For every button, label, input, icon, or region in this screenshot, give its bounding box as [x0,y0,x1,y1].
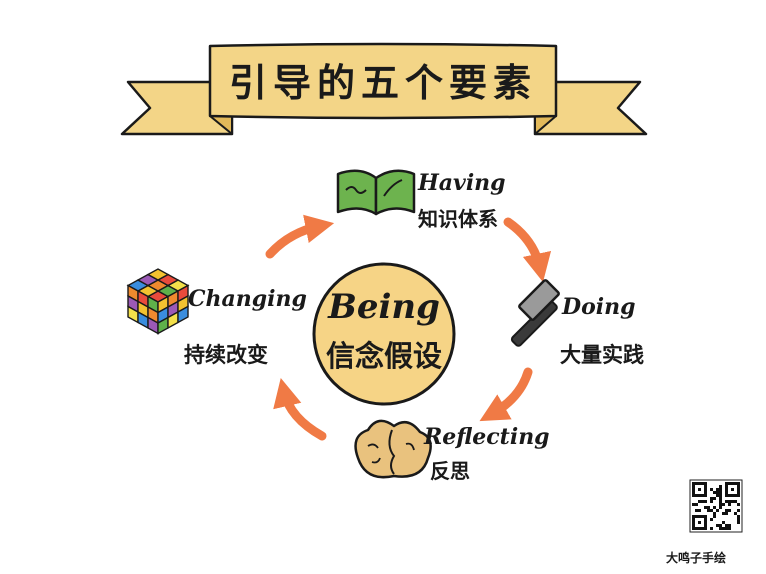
signature: 大鸣子手绘 [666,550,726,565]
element-changing: Changing 持续改变 [126,268,307,367]
reflecting-label-zh: 反思 [430,459,470,483]
arrow-having-to-doing [503,217,552,283]
having-label-en: Having [417,170,506,196]
cube-cell [177,305,189,324]
cube-cell [146,268,170,281]
brain-icon [354,419,432,479]
open-book-icon [336,169,416,216]
changing-label-en: Changing [188,286,307,312]
doing-label-zh: 大量实践 [560,343,644,367]
banner-main [208,42,558,120]
having-label-zh: 知识体系 [418,207,498,231]
arrow-changing-to-having [265,214,335,259]
hammer-icon [510,279,560,347]
doing-label-en: Doing [561,294,636,320]
element-reflecting: Reflecting 反思 [354,419,550,483]
center-circle [312,262,456,406]
qr-code-area: 大鸣子手绘 [666,479,743,565]
cycle-arrows [265,214,552,441]
qr-code-modules [692,482,740,530]
center-label-en: Being [327,287,440,327]
center-being: Being 信念假设 [312,262,456,406]
page-title: 引导的五个要素 [229,61,537,105]
arrow-reflecting-to-changing [273,377,327,441]
arrow-doing-to-reflecting [479,367,533,422]
rubiks-cube-icon [126,268,190,335]
reflecting-label-en: Reflecting [423,424,550,450]
element-doing: Doing 大量实践 [510,279,644,367]
title-banner: 引导的五个要素 [120,42,648,136]
element-having: Having 知识体系 [336,169,506,231]
center-label-zh: 信念假设 [326,339,442,373]
changing-label-zh: 持续改变 [184,343,268,367]
